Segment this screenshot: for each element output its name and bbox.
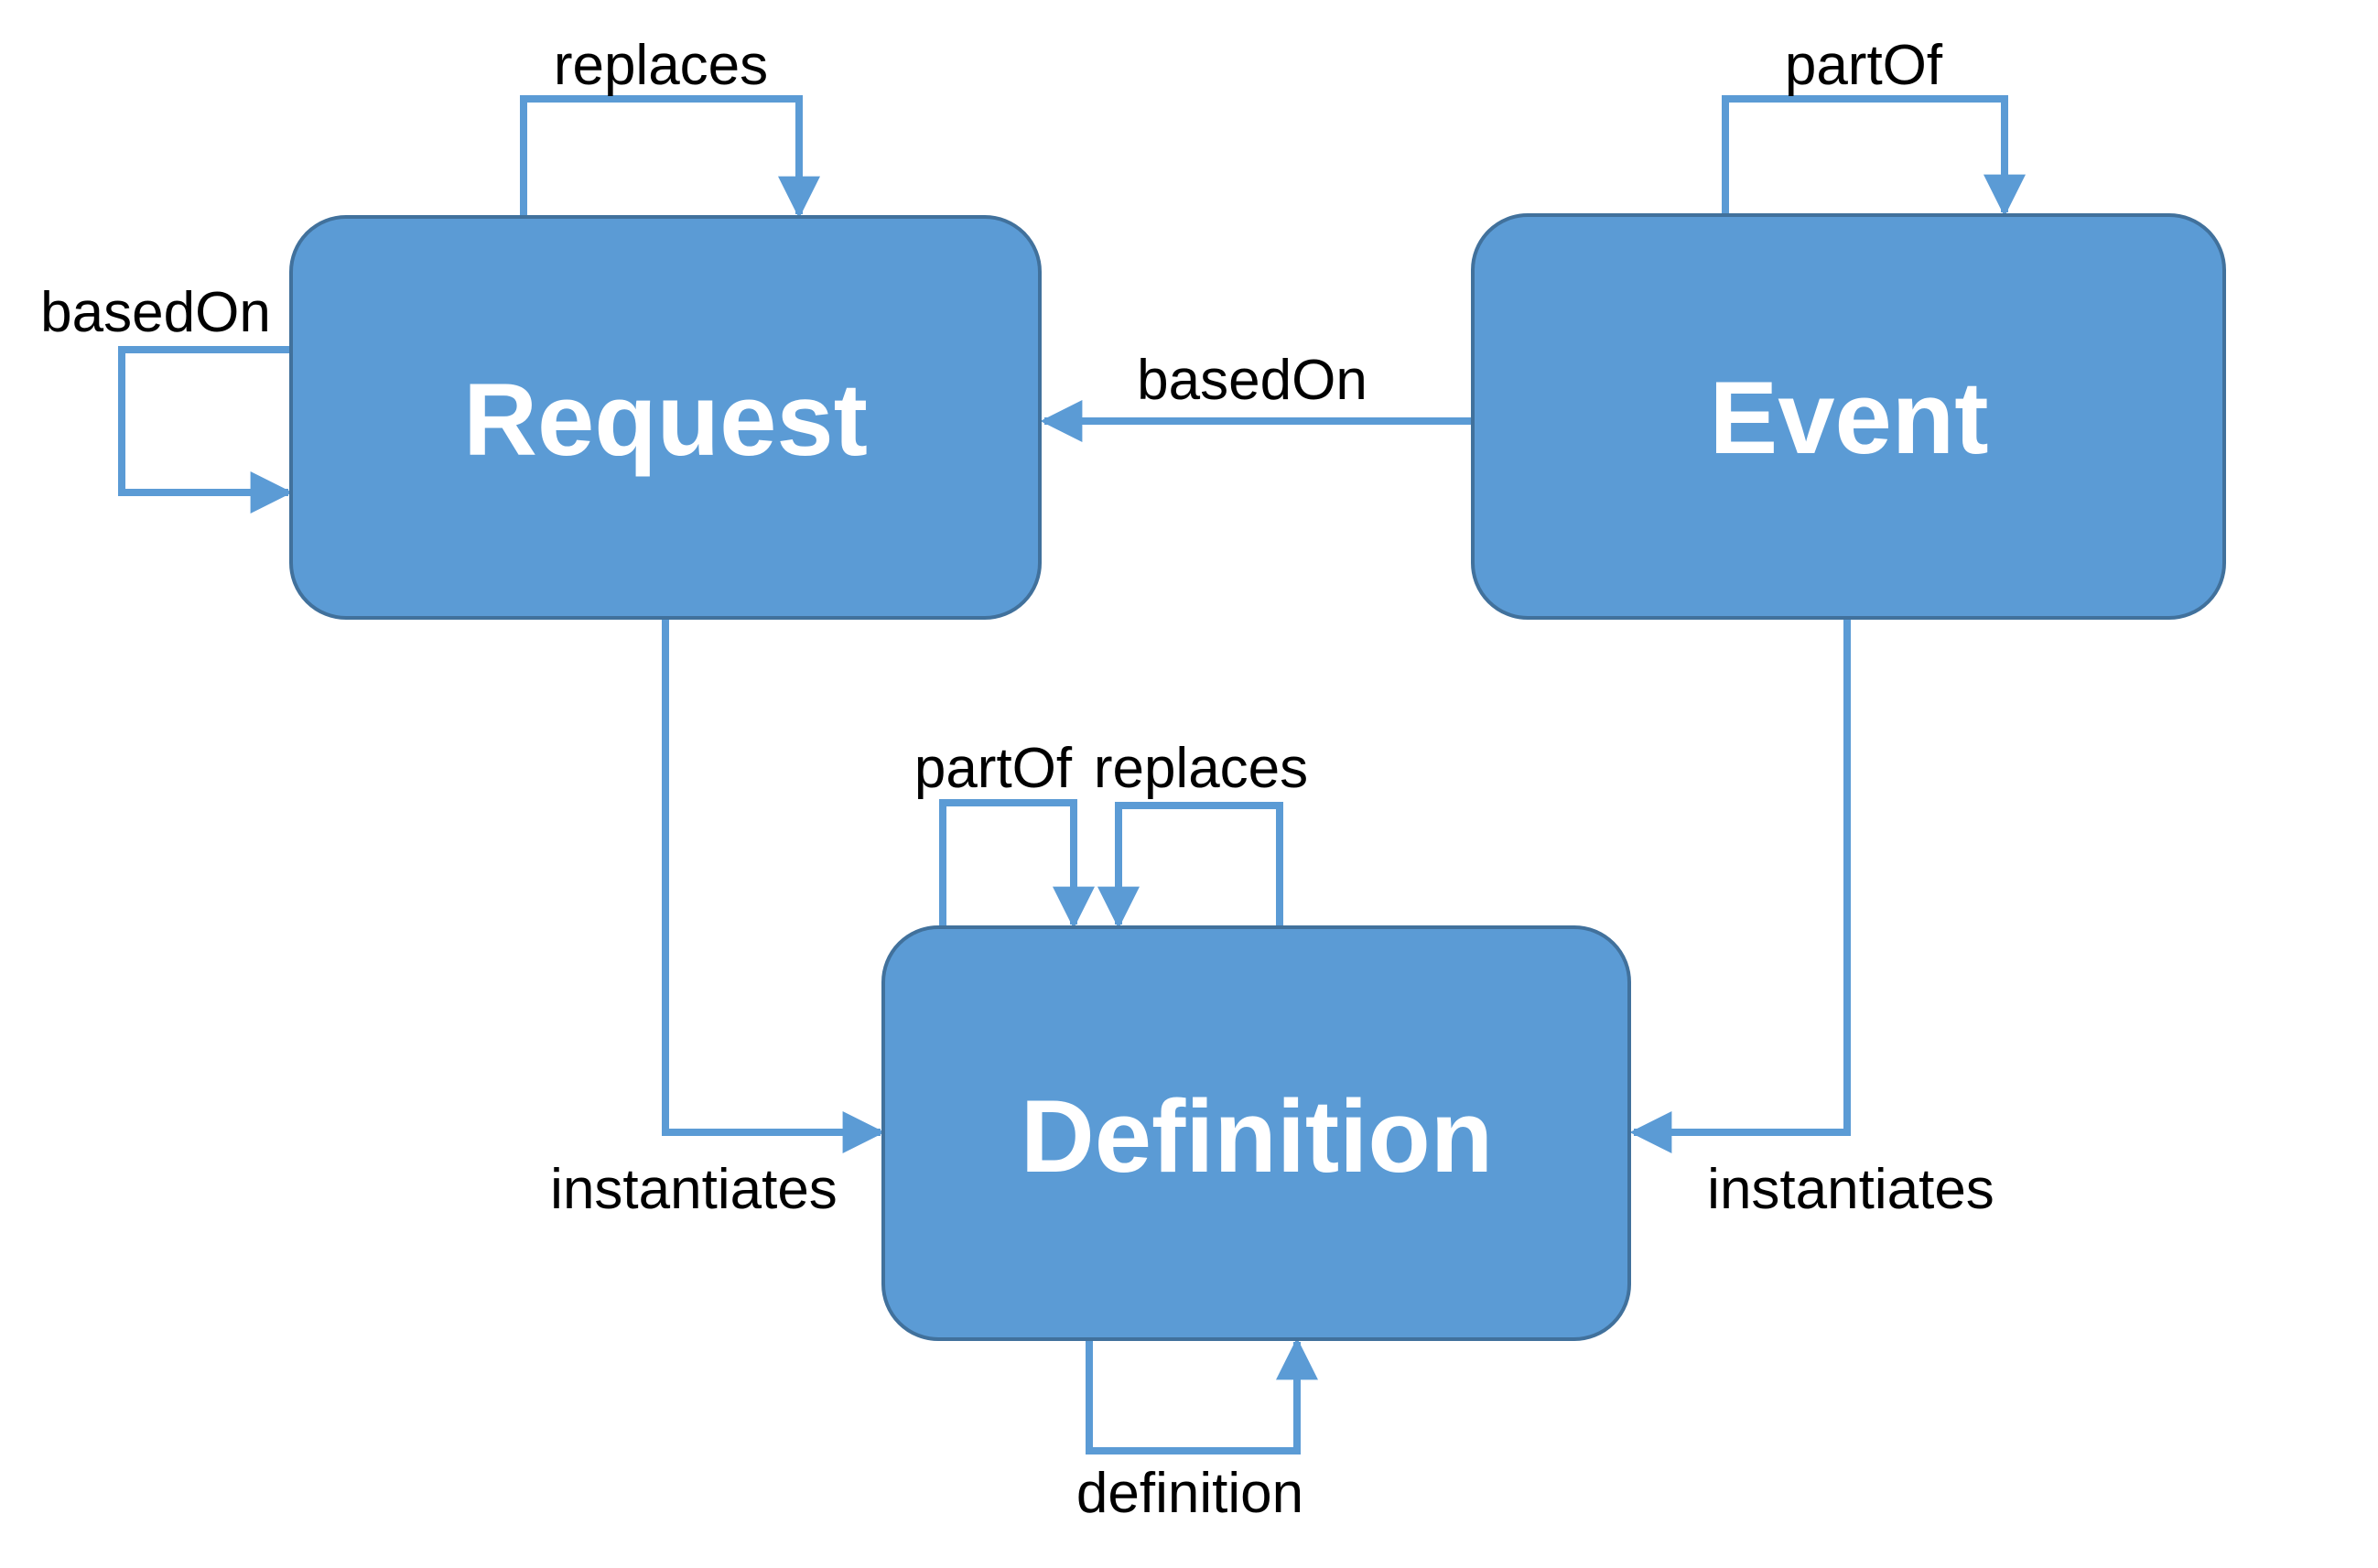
edge-label-event-basedon-request: basedOn [1137, 349, 1367, 412]
edge-label-definition-partof: partOf [914, 737, 1073, 800]
edge-event-instantiates-definition [1629, 616, 1851, 1153]
edge-request-basedon-self [118, 346, 293, 514]
edge-label-request-instantiates: instantiates [550, 1158, 838, 1221]
edge-definition-replaces-self [1097, 802, 1283, 929]
edge-label-event-instantiates: instantiates [1707, 1158, 1994, 1221]
node-request-label: Request [463, 362, 868, 477]
edge-label-definition-replaces: replaces [1094, 737, 1308, 800]
edge-request-replaces-self [520, 95, 820, 219]
edge-label-request-replaces: replaces [554, 34, 768, 97]
node-definition [881, 925, 1631, 1341]
edge-definition-partof-self [939, 799, 1095, 929]
edge-label-definition-definition: definition [1076, 1462, 1303, 1525]
edge-label-event-partof: partOf [1785, 34, 1943, 97]
node-event-label: Event [1710, 361, 1989, 475]
edge-label-request-basedon-self: basedOn [40, 281, 271, 344]
node-event [1471, 213, 2226, 620]
edge-definition-definition-self [1086, 1337, 1318, 1454]
node-request [289, 215, 1042, 620]
edge-event-partof-self [1722, 95, 2026, 217]
node-definition-label: Definition [1021, 1079, 1493, 1194]
edge-request-instantiates-definition [662, 616, 885, 1153]
